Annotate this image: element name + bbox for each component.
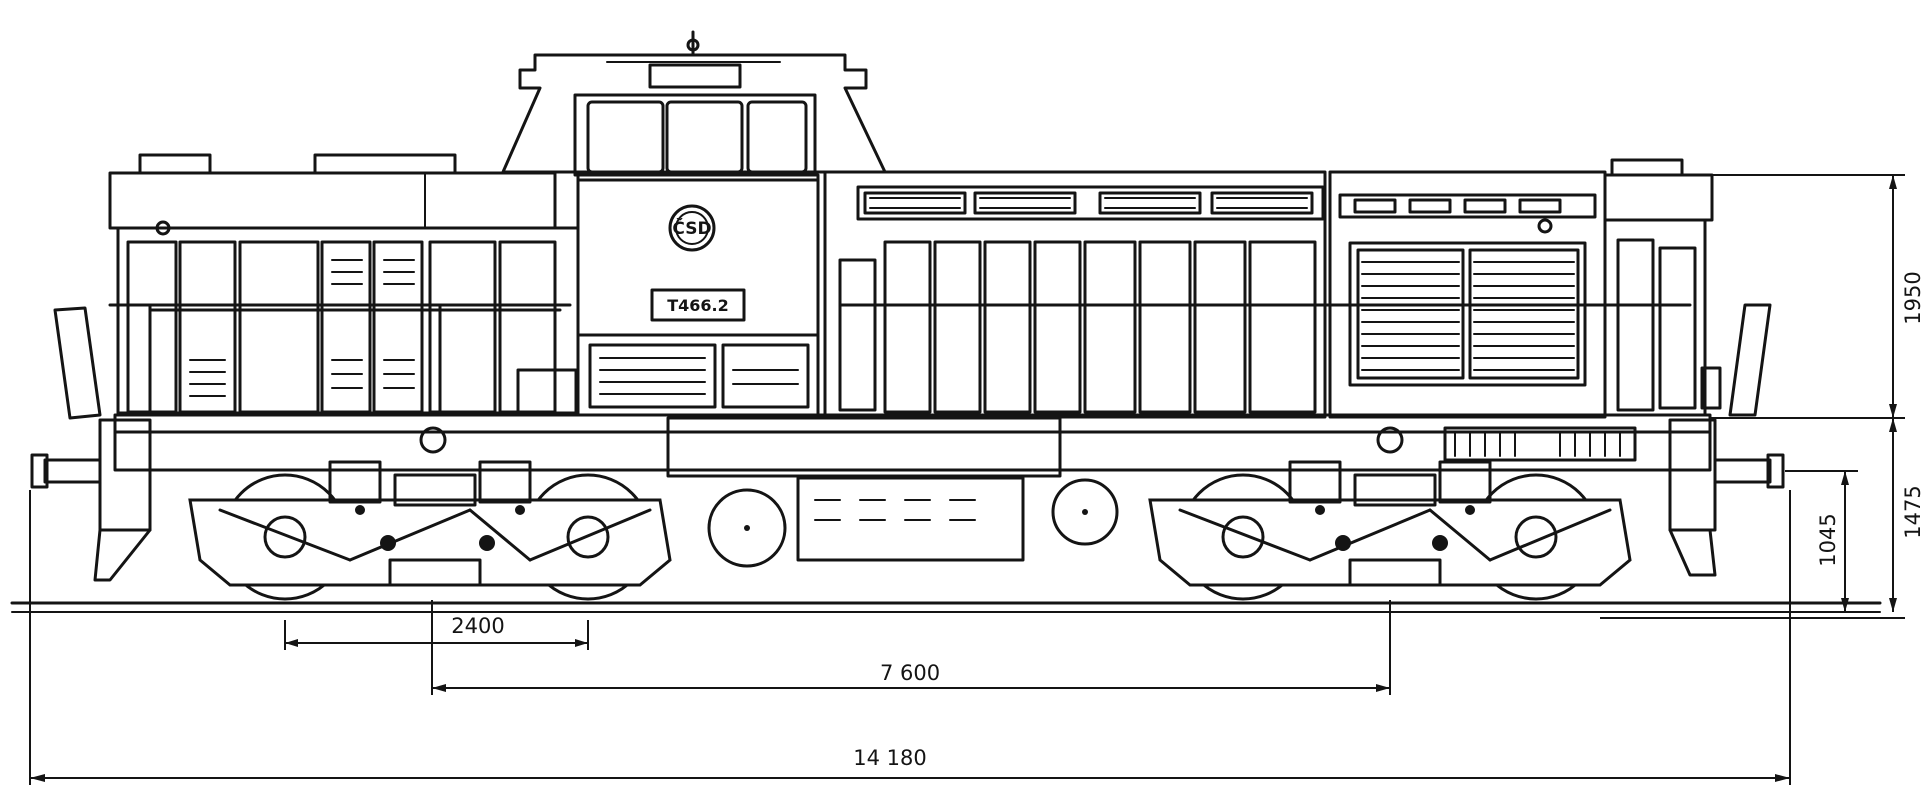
number-plate: T466.2 [650, 288, 746, 322]
dimensions: 2400 7 600 14 180 1950 [29, 174, 1925, 785]
long-hood [823, 170, 1692, 419]
number-plate-text: T466.2 [667, 296, 729, 315]
bogie-left [188, 460, 672, 601]
dim-bogie-centers: 7 600 [431, 600, 1391, 695]
buffers [30, 418, 1785, 582]
dim-bogie-centers-label: 7 600 [880, 661, 940, 685]
dim-length-over-buffers: 14 180 [29, 490, 1791, 785]
csd-emblem: ČSD [668, 204, 716, 252]
dim-bogie-wheelbase-label: 2400 [451, 614, 504, 638]
dim-body-height-label: 1950 [1901, 271, 1925, 324]
dim-frame-height-label: 1475 [1901, 485, 1925, 538]
main-frame [113, 413, 1712, 478]
short-hood [53, 153, 580, 420]
fuel-tank [707, 476, 1119, 568]
bogie-right [1148, 460, 1632, 601]
dim-body-height: 1950 [1710, 174, 1925, 419]
dim-buffer-height-label: 1045 [1816, 513, 1840, 566]
front-end [1603, 158, 1772, 417]
emblem-text: ČSD [672, 217, 711, 239]
radiator-section [1328, 170, 1607, 419]
dim-length-over-buffers-label: 14 180 [853, 746, 926, 770]
locomotive: ČSD T466.2 [30, 30, 1785, 601]
dim-frame-height: 1475 [1600, 418, 1925, 619]
dim-buffer-height: 1045 [1785, 470, 1858, 612]
cab: ČSD T466.2 [501, 30, 887, 417]
rail [10, 601, 1882, 613]
dim-bogie-wheelbase: 2400 [284, 614, 589, 650]
